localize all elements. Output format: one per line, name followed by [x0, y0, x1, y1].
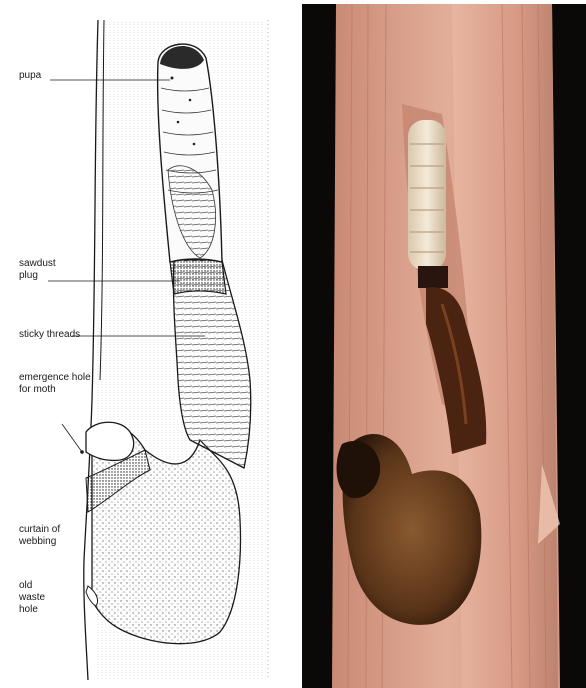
- tunnel-photo: [302, 4, 586, 688]
- label-emergence-hole: emergence hole for moth: [19, 372, 91, 396]
- label-sticky-threads: sticky threads: [19, 329, 80, 341]
- photo-pupa: [408, 120, 446, 270]
- label-sawdust-plug: sawdust plug: [19, 258, 56, 282]
- label-pupa: pupa: [19, 70, 41, 82]
- label-old-waste-hole: old waste hole: [19, 580, 45, 616]
- sawdust-plug: [170, 259, 226, 294]
- emergence-hole: [86, 422, 134, 460]
- tunnel-diagram: pupa sawdust plug sticky threads emergen…: [0, 0, 294, 688]
- label-curtain-of-webbing: curtain of webbing: [19, 524, 60, 548]
- emergence-point: [80, 450, 84, 454]
- tunnel-photo-drawing: [302, 4, 586, 688]
- leader-emergence: [62, 424, 82, 452]
- photo-gap: [418, 266, 448, 288]
